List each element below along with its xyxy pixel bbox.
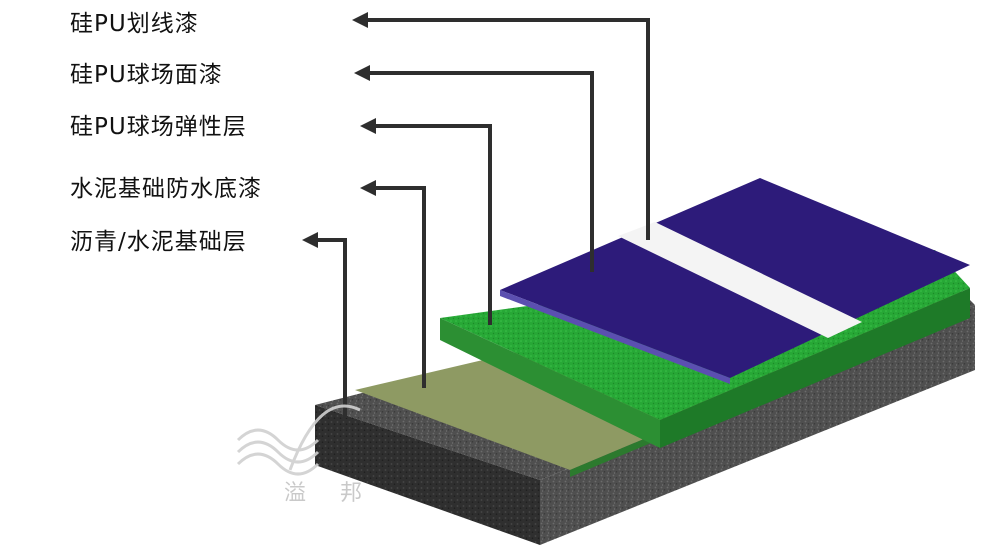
layer-label-top-coat: 硅PU球场面漆 [70, 62, 223, 88]
arrowhead-4 [360, 180, 376, 196]
base-slab-side [540, 305, 975, 545]
watermark-text-right: 邦 [340, 481, 363, 506]
leader-line-4 [368, 186, 426, 388]
base-slab-front [315, 405, 540, 545]
arrowhead-5 [302, 232, 318, 248]
arrowhead-3 [360, 118, 376, 134]
layer-label-elastic-layer: 硅PU球场弹性层 [70, 114, 247, 140]
line-stripe [618, 222, 862, 338]
watermark-logo [236, 404, 361, 476]
leader-line-1 [360, 18, 650, 240]
arrowhead-2 [354, 65, 370, 81]
elastic-front [440, 318, 660, 448]
arrowhead-1 [352, 12, 368, 28]
elastic-side [660, 288, 970, 448]
layer-label-base: 沥青/水泥基础层 [70, 229, 247, 255]
layer-label-line-paint: 硅PU划线漆 [70, 11, 199, 37]
leader-line-5 [310, 238, 347, 418]
leader-line-2 [362, 71, 594, 272]
topcoat-edge [500, 290, 730, 384]
layer-label-primer: 水泥基础防水底漆 [70, 176, 262, 202]
watermark-text-left: 溢 [284, 481, 307, 506]
leader-line-3 [368, 124, 492, 325]
